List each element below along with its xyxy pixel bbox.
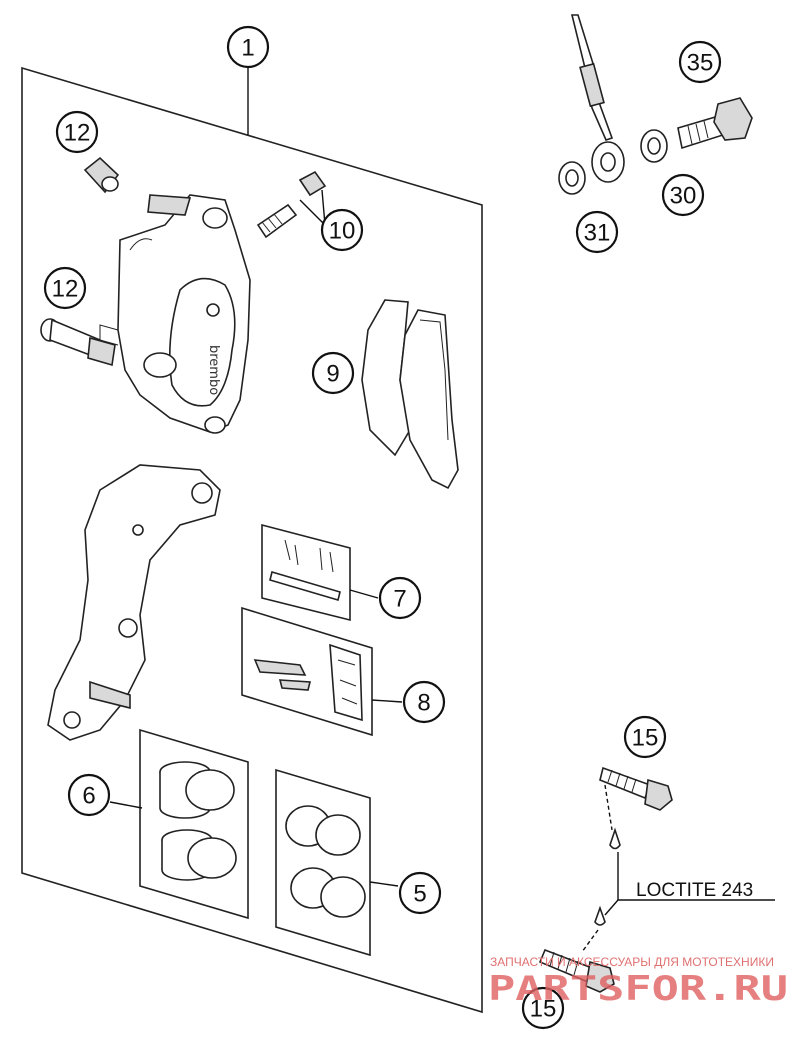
- part-35-banjo-bolt: [677, 97, 753, 150]
- svg-text:31: 31: [584, 220, 611, 247]
- brake-bracket: [47, 464, 221, 741]
- callout-35: 35: [678, 40, 722, 84]
- callout-30: 30: [661, 173, 705, 217]
- svg-text:12: 12: [52, 276, 79, 303]
- callout-15-upper: 15: [623, 715, 667, 759]
- svg-text:6: 6: [82, 783, 95, 810]
- svg-text:1: 1: [241, 35, 254, 62]
- callout-12-left: 12: [43, 266, 87, 310]
- caliper-body: [99, 194, 251, 434]
- part-5-seals: [275, 768, 399, 957]
- callout-12-top: 12: [55, 110, 99, 154]
- watermark-site: PARTSFOR.RU: [488, 969, 788, 1009]
- part-8-spring-kit: [241, 606, 403, 737]
- part-15-bolt-upper: [599, 766, 673, 811]
- svg-text:10: 10: [329, 218, 356, 245]
- svg-text:5: 5: [413, 881, 426, 908]
- callout-5: 5: [398, 871, 442, 915]
- callout-9: 9: [311, 351, 355, 395]
- loctite-drops: [581, 784, 775, 953]
- part-6-pistons: [109, 728, 249, 920]
- part-12-cap: [83, 156, 120, 194]
- svg-text:12: 12: [64, 120, 91, 147]
- svg-text:9: 9: [326, 361, 339, 388]
- callout-8: 8: [402, 680, 446, 724]
- callout-31: 31: [575, 210, 619, 254]
- svg-text:7: 7: [393, 586, 406, 613]
- part-12-bolt: [40, 318, 116, 367]
- part-7-pin-kit: [261, 523, 379, 622]
- loctite-label: LOCTITE 243: [636, 880, 753, 901]
- callout-7: 7: [378, 576, 422, 620]
- brake-line: [570, 14, 625, 183]
- part-31-washer: [558, 161, 586, 195]
- svg-text:8: 8: [417, 690, 430, 717]
- svg-text:35: 35: [687, 50, 714, 77]
- part-9-brake-pads: [361, 299, 459, 490]
- callout-1: 1: [226, 25, 270, 69]
- svg-text:15: 15: [530, 996, 557, 1023]
- callout-6: 6: [67, 773, 111, 817]
- callout-10: 10: [320, 208, 364, 252]
- part-10-bleeder: [256, 170, 327, 239]
- svg-text:15: 15: [632, 725, 659, 752]
- part-15-bolt-lower: [538, 948, 615, 993]
- callout-15-lower: 15: [521, 986, 565, 1030]
- part-30-washer: [640, 129, 668, 163]
- watermark-tagline: ЗАПЧАСТИ И АКСЕССУАРЫ ДЛЯ МОТОТЕХНИКИ: [490, 955, 774, 969]
- caliper-brand-label: brembo: [206, 345, 221, 395]
- svg-text:30: 30: [670, 183, 697, 210]
